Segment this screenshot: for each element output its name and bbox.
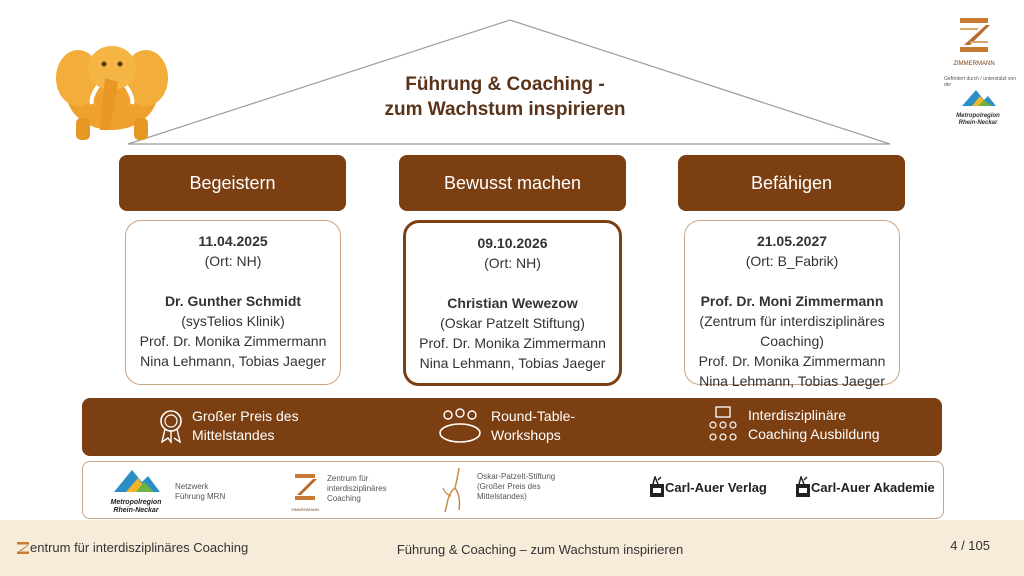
event-speaker: Dr. Gunther Schmidt: [164, 293, 302, 309]
carl-auer-akademie-label: Carl-Auer Akademie: [811, 479, 935, 495]
footer-center-text: Führung & Coaching – zum Wachstum inspir…: [396, 542, 684, 557]
band-text: Interdisziplinäre: [748, 407, 847, 423]
zimmermann-z-icon: [960, 18, 990, 52]
partner-strip: Metropolregion Rhein-Neckar Netzwerk Füh…: [82, 461, 944, 519]
event-place: (Ort: NH): [484, 255, 541, 271]
page-number: 4 / 105: [950, 538, 990, 553]
partner-mrn-desc: Netzwerk Führung MRN: [175, 482, 225, 502]
event-line: Coaching): [760, 333, 824, 349]
pillar-header-1: Begeistern: [119, 155, 346, 211]
title-line-1: Führung & Coaching -: [405, 74, 605, 95]
roof-triangle: [127, 19, 891, 145]
band-item-ausbildung: Interdisziplinäre Coaching Ausbildung: [708, 405, 880, 445]
event-card-3: 21.05.2027 (Ort: B_Fabrik) Prof. Dr. Mon…: [684, 220, 900, 389]
band-text: Mittelstandes: [192, 427, 275, 443]
award-icon: [160, 410, 182, 444]
zimmermann-label: ZIMMERMANN: [291, 507, 319, 512]
partner-desc-line: Mittelstandes): [477, 492, 527, 501]
carl-auer-verlag-label: Carl-Auer Verlag: [665, 479, 767, 495]
sponsor-note: Gefördert durch / unterstützt von der: [944, 76, 1016, 88]
partner-zentrum-logo: ZIMMERMANN: [289, 472, 321, 512]
round-table-icon: [439, 408, 481, 443]
mrn-line-1: Metropolregion: [110, 499, 162, 506]
partner-oskar-desc: Oskar-Patzelt-Stiftung (Großer Preis des…: [477, 472, 555, 502]
elephant-icon: [56, 46, 168, 140]
partner-desc-line: Netzwerk: [175, 482, 209, 491]
event-line: Prof. Dr. Monika Zimmermann: [698, 353, 886, 369]
event-line: Prof. Dr. Monika Zimmermann: [139, 333, 327, 349]
partner-desc-line: interdisziplinäres: [327, 484, 387, 493]
band-item-roundtable: Round-Table- Workshops: [437, 407, 575, 445]
zimmermann-label: ZIMMERMANN: [953, 61, 995, 67]
partner-desc-line: Coaching: [327, 494, 361, 503]
pillar-header-2: Bewusst machen: [399, 155, 626, 211]
footer-bar: entrum für interdisziplinäres Coaching F…: [0, 520, 1024, 576]
title-line-2: zum Wachstum inspirieren: [384, 99, 626, 120]
carl-auer-icon: [796, 476, 810, 497]
carl-auer-icon: [650, 476, 664, 497]
mrn-mountain-icon: [962, 90, 996, 106]
mrn-line-2: Rhein-Neckar: [113, 507, 159, 514]
event-date: 21.05.2027: [756, 233, 828, 249]
partner-carl-auer-akademie: Carl-Auer Akademie: [795, 476, 935, 498]
page-title: Führung & Coaching - zum Wachstum inspir…: [340, 72, 670, 122]
partner-desc-line: Zentrum für: [327, 474, 369, 483]
band-item-award: Großer Preis des Mittelstandes: [158, 407, 299, 445]
partner-desc-line: (Großer Preis des: [477, 482, 541, 491]
band-text: Coaching Ausbildung: [748, 426, 880, 442]
event-line: Nina Lehmann, Tobias Jaeger: [140, 353, 326, 369]
band-text: Workshops: [491, 427, 561, 443]
event-line: (Oskar Patzelt Stiftung): [440, 315, 585, 331]
event-place: (Ort: B_Fabrik): [745, 253, 839, 269]
mrn-line-1: Metropolregion: [956, 113, 1000, 119]
event-place: (Ort: NH): [204, 253, 262, 269]
foundation-band: Großer Preis des Mittelstandes Round-Tab…: [82, 398, 942, 456]
footer-left: entrum für interdisziplinäres Coaching: [16, 540, 248, 555]
mrn-logo-top: Metropolregion Rhein-Neckar: [950, 86, 1006, 126]
event-speaker: Prof. Dr. Moni Zimmermann: [700, 293, 884, 309]
event-line: Nina Lehmann, Tobias Jaeger: [419, 355, 606, 371]
partner-carl-auer-verlag: Carl-Auer Verlag: [649, 476, 767, 498]
band-text: Round-Table-: [491, 408, 576, 424]
event-card-2: 09.10.2026 (Ort: NH) Christian Wewezow (…: [403, 220, 622, 386]
mrn-line-2: Rhein-Neckar: [958, 120, 998, 126]
people-grid-icon: [709, 406, 737, 441]
band-text: Großer Preis des: [192, 408, 299, 424]
event-line: (Zentrum für interdisziplinäres: [699, 313, 885, 329]
event-card-1: 11.04.2025 (Ort: NH) Dr. Gunther Schmidt…: [125, 220, 341, 385]
partner-desc-line: Oskar-Patzelt-Stiftung: [477, 472, 556, 481]
partner-mrn-logo: Metropolregion Rhein-Neckar: [103, 466, 169, 515]
footer-left-text: entrum für interdisziplinäres Coaching: [30, 540, 249, 555]
partner-zentrum-desc: Zentrum für interdisziplinäres Coaching: [327, 474, 387, 504]
event-line: Nina Lehmann, Tobias Jaeger: [699, 373, 885, 389]
zimmermann-z-icon: [295, 474, 317, 500]
event-line: (sysTelios Klinik): [181, 313, 285, 329]
event-date: 11.04.2025: [198, 233, 268, 249]
pillar-header-3: Befähigen: [678, 155, 905, 211]
partner-desc-line: Führung MRN: [175, 492, 226, 501]
mrn-mountain-icon: [114, 470, 160, 492]
oskar-statue-icon: [442, 467, 461, 513]
zimmermann-z-icon: [17, 541, 29, 554]
event-speaker: Christian Wewezow: [447, 295, 578, 311]
event-line: Prof. Dr. Monika Zimmermann: [419, 335, 606, 351]
zimmermann-logo: ZIMMERMANN: [952, 14, 996, 70]
event-date: 09.10.2026: [477, 235, 548, 251]
